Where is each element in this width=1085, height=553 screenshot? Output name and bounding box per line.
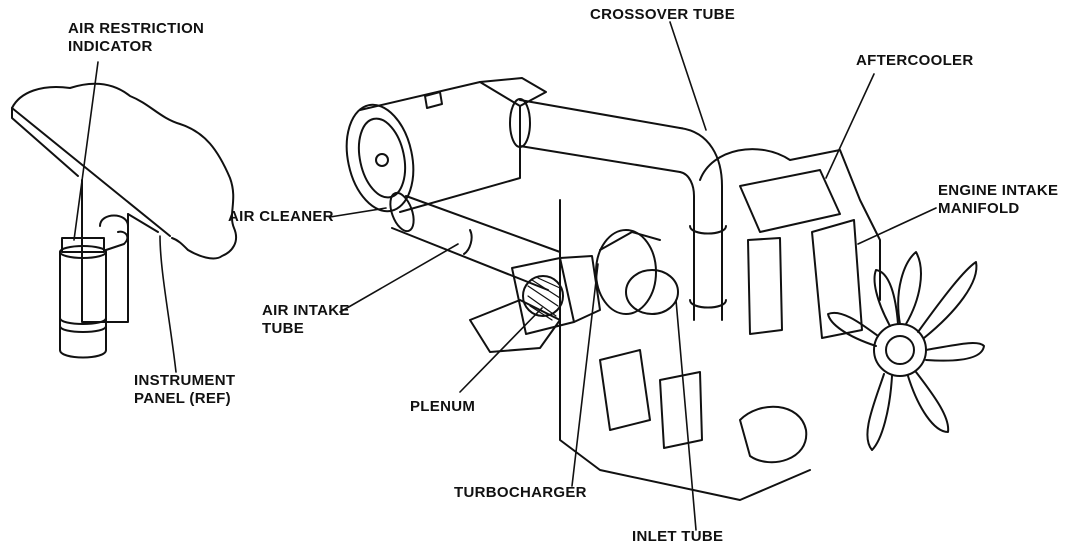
leader-crossover-tube	[669, 21, 707, 131]
fan-blade-3	[925, 342, 985, 362]
instrument-panel-drawing	[11, 82, 238, 323]
label-air-intake-tube: AIR INTAKE TUBE	[262, 302, 350, 338]
fan-hub-inner	[885, 335, 915, 365]
air-restriction-indicator-drawing	[59, 237, 107, 359]
leader-air-cleaner	[329, 207, 387, 218]
air-cleaner-wingnut	[375, 153, 389, 167]
fan-blade-5	[866, 373, 893, 451]
turbocharger-outlet	[625, 269, 679, 315]
intake-manifold-body	[811, 219, 863, 339]
engine-block-drawing	[469, 148, 881, 501]
fan-blade-1	[897, 251, 922, 325]
inlet-tube-clamps	[689, 225, 727, 309]
plenum-drawing	[511, 255, 601, 335]
aftercooler-body	[739, 169, 841, 233]
air-cleaner-mount	[479, 77, 547, 107]
fan-blade-7	[873, 269, 899, 327]
fan-blade-6	[827, 311, 879, 347]
fan-drawing	[827, 251, 985, 451]
crossover-elbow	[679, 127, 723, 241]
leader-air-intake-tube	[339, 243, 459, 313]
air-cleaner-end-cap	[345, 103, 415, 213]
leader-turbocharger	[571, 263, 599, 487]
air-intake-tube-end	[389, 191, 415, 233]
leader-engine-intake-manifold	[857, 207, 937, 245]
indicator-top-ring	[59, 245, 107, 259]
plenum-screen-grid	[527, 277, 561, 321]
crossover-tube-end	[509, 98, 531, 148]
panel-wavy-edge	[11, 82, 238, 260]
filter-canister	[747, 237, 783, 335]
engine-lower-details	[599, 349, 703, 449]
engine-head-outline	[699, 148, 881, 301]
label-aftercooler: AFTERCOOLER	[856, 52, 974, 69]
air-cleaner-decal	[424, 91, 443, 109]
indicator-body	[59, 251, 107, 359]
bracket-top	[127, 213, 159, 233]
label-instrument-panel-line2: PANEL (REF)	[134, 390, 231, 407]
crossover-tube-body	[519, 99, 681, 173]
crossover-tube-drawing	[509, 98, 727, 321]
fan-blade-2	[917, 261, 978, 339]
bracket-hole	[99, 214, 129, 251]
inlet-tube-drop	[693, 239, 723, 321]
turbocharger-top	[599, 231, 661, 251]
label-turbocharger: TURBOCHARGER	[454, 484, 587, 501]
air-cleaner-drawing	[345, 77, 547, 213]
engine-block-outline	[559, 199, 811, 501]
air-intake-tube-drawing	[389, 191, 561, 291]
leader-air-restriction-indicator	[73, 61, 99, 241]
label-crossover-tube: CROSSOVER TUBE	[590, 6, 736, 23]
leader-instrument-panel	[159, 235, 177, 373]
air-cleaner-housing	[359, 81, 521, 213]
plenum-screen	[522, 275, 564, 317]
label-engine-intake-manifold: ENGINE INTAKE MANIFOLD	[938, 182, 1058, 218]
turbocharger-housing	[595, 229, 657, 315]
label-instrument-panel: INSTRUMENT PANEL (REF)	[134, 372, 235, 408]
air-cleaner-inner-cap	[357, 117, 407, 199]
label-engine-intake-manifold-line2: MANIFOLD	[938, 200, 1020, 217]
panel-lower-edge	[11, 107, 171, 237]
label-air-restriction-indicator-line2: INDICATOR	[68, 38, 153, 55]
leader-lines	[73, 21, 937, 531]
air-intake-tube-body	[391, 195, 561, 291]
engine-mount-left	[469, 299, 561, 353]
indicator-bands	[59, 317, 107, 333]
panel-thickness	[11, 107, 79, 177]
label-air-intake-tube-line2: TUBE	[262, 320, 305, 337]
leader-inlet-tube	[675, 299, 697, 531]
label-air-restriction-indicator-line1: AIR RESTRICTION	[68, 20, 205, 37]
label-inlet-tube: INLET TUBE	[632, 528, 724, 545]
leader-aftercooler	[825, 73, 875, 179]
label-plenum: PLENUM	[410, 398, 476, 415]
indicator-cap	[61, 237, 105, 253]
fan-blade-4	[907, 371, 950, 433]
air-intake-clamp	[463, 229, 473, 255]
label-air-restriction-indicator: AIR RESTRICTION INDICATOR	[68, 20, 204, 56]
label-engine-intake-manifold-line1: ENGINE INTAKE	[938, 182, 1059, 199]
label-instrument-panel-line1: INSTRUMENT	[134, 372, 236, 389]
turbocharger-drawing	[595, 229, 679, 315]
pulley-housing	[739, 405, 808, 464]
leader-plenum	[459, 307, 543, 393]
label-air-intake-tube-line1: AIR INTAKE	[262, 302, 350, 319]
label-air-cleaner: AIR CLEANER	[228, 208, 334, 225]
